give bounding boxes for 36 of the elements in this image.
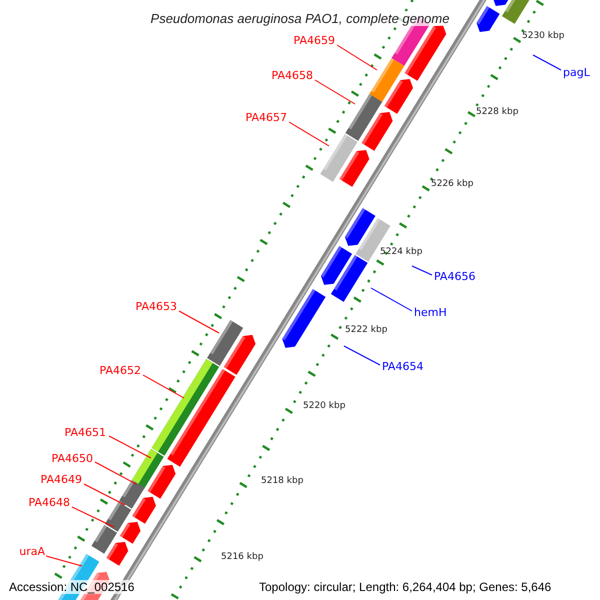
gene-label: PA4651 — [64, 426, 106, 438]
leader-line — [344, 346, 380, 366]
gene-label: PA4649 — [40, 474, 82, 484]
gene-label: PA4656 — [434, 270, 476, 282]
gene-label: pagL — [563, 66, 590, 78]
gene-label: hemH — [414, 306, 447, 318]
scale-label: 5226 kbp — [431, 180, 474, 188]
leader-line — [72, 506, 114, 528]
gene-label: PA4659 — [294, 34, 335, 46]
scale-label: 5220 kbp — [303, 402, 346, 410]
scale-label: 5224 kbp — [380, 248, 422, 256]
leader-line — [336, 44, 378, 70]
leader-line — [370, 288, 412, 312]
gene-label: PA4652 — [100, 364, 141, 376]
leader-line — [532, 54, 562, 70]
scale-label: 5222 kbp — [345, 326, 388, 334]
leader-line — [94, 462, 136, 484]
gene-label: uraA — [19, 546, 45, 556]
leader-line — [46, 556, 82, 566]
gene-label: PA4654 — [382, 360, 424, 372]
gene-label: PA4658 — [272, 70, 313, 80]
gene-label: PA4653 — [136, 300, 177, 312]
scale-label: 5218 kbp — [261, 476, 304, 486]
leader-line — [412, 266, 432, 276]
scale-label: 5228 kbp — [476, 108, 518, 116]
leader-line — [314, 80, 356, 104]
gene-label: PA4648 — [28, 496, 70, 508]
leader-line — [84, 484, 126, 506]
scale-label: 5216 kbp — [221, 552, 264, 562]
leader-line — [108, 436, 152, 458]
scale-label: 5230 kbp — [522, 32, 564, 40]
gene-label: PA4657 — [246, 112, 287, 122]
leader-line — [178, 310, 220, 334]
gene-label: PA4650 — [52, 452, 93, 464]
leader-line — [142, 374, 184, 398]
leader-line — [288, 122, 330, 146]
